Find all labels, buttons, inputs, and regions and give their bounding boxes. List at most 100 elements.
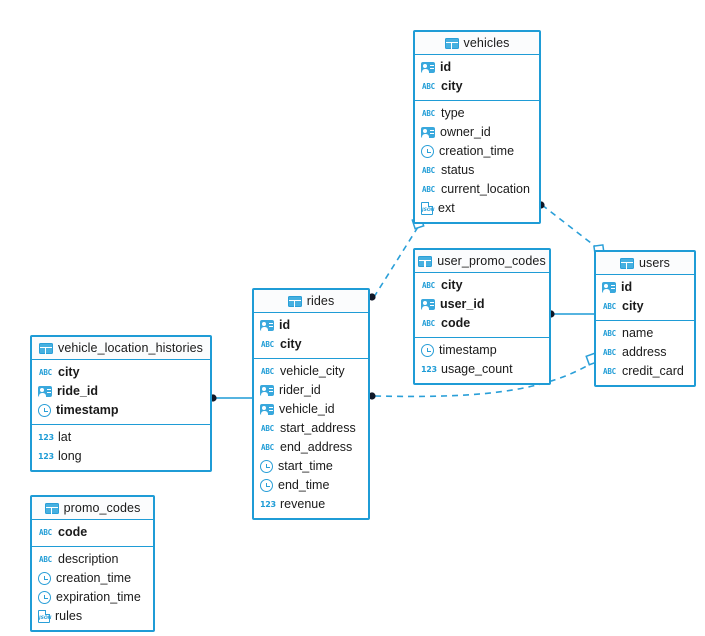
fields-section: ABC vehicle_city rider_id vehicle_id ABC… (254, 358, 368, 518)
fields-section: timestamp 123 usage_count (415, 337, 549, 383)
grid-icon (418, 255, 433, 269)
field-row[interactable]: 123 revenue (254, 495, 368, 514)
field-row[interactable]: rider_id (254, 381, 368, 400)
field-row[interactable]: id (596, 278, 694, 297)
grid-icon (44, 502, 59, 516)
id-card-icon (260, 320, 274, 331)
clock-icon (421, 344, 434, 357)
id-card-icon (260, 385, 274, 396)
field-row[interactable]: ABC code (32, 523, 153, 542)
field-row[interactable]: ABC city (32, 363, 210, 382)
table-header[interactable]: user_promo_codes (415, 250, 549, 273)
field-row[interactable]: ABC status (415, 161, 539, 180)
id-card-icon (602, 282, 616, 293)
number-icon: 123 (38, 452, 54, 461)
field-row[interactable]: owner_id (415, 123, 539, 142)
table-name: user_promo_codes (437, 254, 546, 268)
field-row[interactable]: user_id (415, 295, 549, 314)
field-row[interactable]: ABC type (415, 104, 539, 123)
table-header[interactable]: vehicles (415, 32, 539, 55)
field-row[interactable]: ABC start_address (254, 419, 368, 438)
fields-section: ABC type owner_id creation_time ABC stat… (415, 100, 539, 222)
field-row[interactable]: timestamp (415, 341, 549, 360)
field-row[interactable]: ABC city (415, 276, 549, 295)
field-name: ride_id (57, 384, 98, 399)
field-name: timestamp (56, 403, 119, 418)
primary-key-section: ABC code (32, 520, 153, 546)
field-row[interactable]: creation_time (32, 569, 153, 588)
number-icon: 123 (38, 433, 54, 442)
field-row[interactable]: 123 long (32, 447, 210, 466)
abc-icon: ABC (603, 329, 616, 338)
table-promo-codes[interactable]: promo_codes ABC code ABC description cre… (30, 495, 155, 632)
field-name: description (58, 552, 119, 567)
field-row[interactable]: timestamp (32, 401, 210, 420)
field-name: rules (55, 609, 83, 624)
fields-section: 123 lat 123 long (32, 424, 210, 470)
edge-vlh-rides[interactable] (209, 394, 252, 402)
field-row[interactable]: start_time (254, 457, 368, 476)
field-row[interactable]: ABC end_address (254, 438, 368, 457)
abc-icon: ABC (422, 185, 435, 194)
json-document-icon: JSON (38, 609, 51, 623)
field-row[interactable]: ABC credit_card (596, 362, 694, 381)
field-row[interactable]: ABC city (415, 77, 539, 96)
grid-icon (38, 342, 53, 356)
table-header[interactable]: promo_codes (32, 497, 153, 520)
number-icon: 123 (421, 365, 437, 374)
field-name: code (441, 316, 471, 331)
field-name: vehicle_id (279, 402, 335, 417)
field-row[interactable]: 123 lat (32, 428, 210, 447)
field-name: city (622, 299, 644, 314)
table-header[interactable]: vehicle_location_histories (32, 337, 210, 360)
field-row[interactable]: ABC address (596, 343, 694, 362)
table-rides[interactable]: rides id ABC city ABC vehicle_city rider… (252, 288, 370, 520)
field-row[interactable]: ABC code (415, 314, 549, 333)
field-row[interactable]: JSON rules (32, 607, 153, 626)
field-name: ext (438, 201, 455, 216)
field-row[interactable]: ABC city (254, 335, 368, 354)
field-name: id (440, 60, 452, 75)
field-name: long (58, 449, 82, 464)
field-row[interactable]: expiration_time (32, 588, 153, 607)
field-row[interactable]: ABC city (596, 297, 694, 316)
field-row[interactable]: vehicle_id (254, 400, 368, 419)
field-row[interactable]: ABC current_location (415, 180, 539, 199)
field-name: end_address (280, 440, 353, 455)
field-name: city (280, 337, 302, 352)
field-name: rider_id (279, 383, 321, 398)
primary-key-section: id ABC city (254, 313, 368, 358)
field-name: name (622, 326, 654, 341)
field-row[interactable]: ABC name (596, 324, 694, 343)
field-row[interactable]: id (254, 316, 368, 335)
field-row[interactable]: creation_time (415, 142, 539, 161)
field-name: creation_time (56, 571, 132, 586)
field-row[interactable]: ABC description (32, 550, 153, 569)
field-name: vehicle_city (280, 364, 345, 379)
abc-icon: ABC (261, 340, 274, 349)
table-vehicle-location-histories[interactable]: vehicle_location_histories ABC city ride… (30, 335, 212, 472)
field-row[interactable]: end_time (254, 476, 368, 495)
table-header[interactable]: users (596, 252, 694, 275)
field-name: code (58, 525, 88, 540)
id-card-icon (421, 299, 435, 310)
abc-icon: ABC (422, 82, 435, 91)
table-name: rides (306, 294, 335, 308)
field-row[interactable]: 123 usage_count (415, 360, 549, 379)
table-user-promo-codes[interactable]: user_promo_codes ABC city user_id ABC co… (413, 248, 551, 385)
field-name: type (441, 106, 465, 121)
clock-icon (38, 572, 51, 585)
table-vehicles[interactable]: vehicles id ABC city ABC type owner_id (413, 30, 541, 224)
field-row[interactable]: id (415, 58, 539, 77)
field-row[interactable]: JSON ext (415, 199, 539, 218)
field-name: timestamp (439, 343, 497, 358)
table-header[interactable]: rides (254, 290, 368, 313)
edge-user-promo-codes-users[interactable] (547, 310, 595, 318)
json-document-icon: JSON (421, 201, 434, 215)
abc-icon: ABC (422, 109, 435, 118)
field-row[interactable]: ride_id (32, 382, 210, 401)
field-name: revenue (280, 497, 326, 512)
table-users[interactable]: users id ABC city ABC name ABC address A… (594, 250, 696, 387)
field-row[interactable]: ABC vehicle_city (254, 362, 368, 381)
